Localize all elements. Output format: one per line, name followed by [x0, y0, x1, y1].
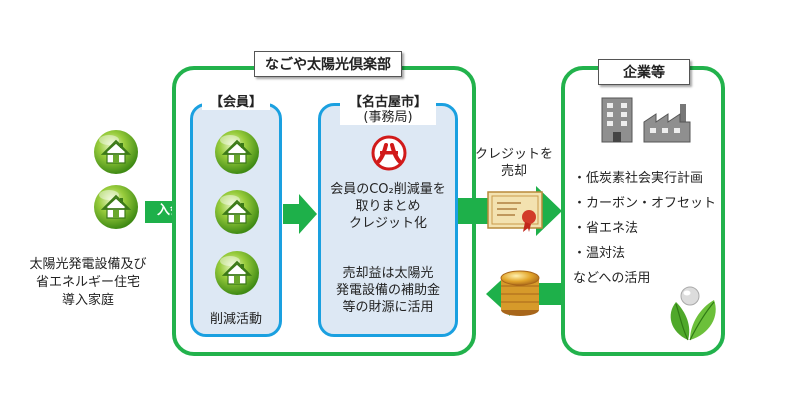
city-top-text: 会員のCO₂削減量を 取りまとめ クレジット化	[320, 181, 456, 232]
household-icon-group	[92, 128, 142, 238]
household-caption: 太陽光発電設備及び 省エネルギー住宅 導入家庭	[18, 256, 158, 310]
city-top-line-3: クレジット化	[348, 216, 427, 231]
enterprise-title: 企業等	[598, 59, 690, 85]
enterprise-use-item: ・省エネ法	[573, 221, 639, 236]
nagoya-city-emblem	[371, 135, 407, 171]
enterprise-uses-list: ・低炭素社会実行計画 ・カーボン・オフセット ・省エネ法 ・温対法 などへの活用	[573, 166, 716, 291]
household-caption-line-3: 導入家庭	[61, 293, 114, 308]
city-tag-line-1: 【名古屋市】	[348, 95, 427, 110]
office-building-icon	[601, 97, 633, 143]
house-globe-icon	[214, 250, 260, 296]
household-caption-line-2: 省エネルギー住宅	[35, 275, 140, 290]
sell-arrow-label: クレジットを 売却	[474, 146, 554, 180]
enterprise-use-item: ・低炭素社会実行計画	[573, 171, 704, 186]
enterprise-use-item: ・温対法	[573, 246, 626, 261]
city-top-line-1: 会員のCO₂削減量を	[330, 182, 446, 197]
factory-icon	[643, 104, 691, 143]
city-top-line-2: 取りまとめ	[355, 199, 421, 214]
members-tag: 【会員】	[202, 95, 270, 110]
city-bottom-line-1: 売却益は太陽光	[342, 266, 434, 281]
city-tag-line-2: (事務局)	[363, 110, 413, 125]
city-tag: 【名古屋市】 (事務局)	[340, 95, 436, 125]
household-caption-line-1: 太陽光発電設備及び	[29, 257, 147, 272]
house-globe-icon	[214, 189, 260, 235]
house-globe-icon	[93, 184, 139, 230]
members-to-city-arrow	[283, 194, 317, 234]
club-title: なごや太陽光倶楽部	[254, 51, 402, 77]
city-bottom-text: 売却益は太陽光 発電設備の補助金 等の財源に活用	[320, 265, 456, 316]
city-bottom-line-2: 発電設備の補助金	[335, 283, 440, 298]
city-bottom-line-3: 等の財源に活用	[342, 300, 434, 315]
certificate-icon	[487, 191, 543, 232]
house-globe-icon	[93, 129, 139, 175]
enterprise-use-item: ・カーボン・オフセット	[573, 196, 717, 211]
enterprise-frame	[561, 66, 725, 356]
sell-arrow-label-line-1: クレジットを	[474, 147, 553, 162]
house-globe-icon	[214, 129, 260, 175]
enterprise-use-item: などへの活用	[573, 271, 651, 286]
leaf-globe-icon	[670, 286, 716, 341]
members-footer: 削減活動	[209, 312, 262, 327]
coins-icon	[500, 270, 540, 316]
sell-arrow-label-line-2: 売却	[500, 164, 527, 179]
